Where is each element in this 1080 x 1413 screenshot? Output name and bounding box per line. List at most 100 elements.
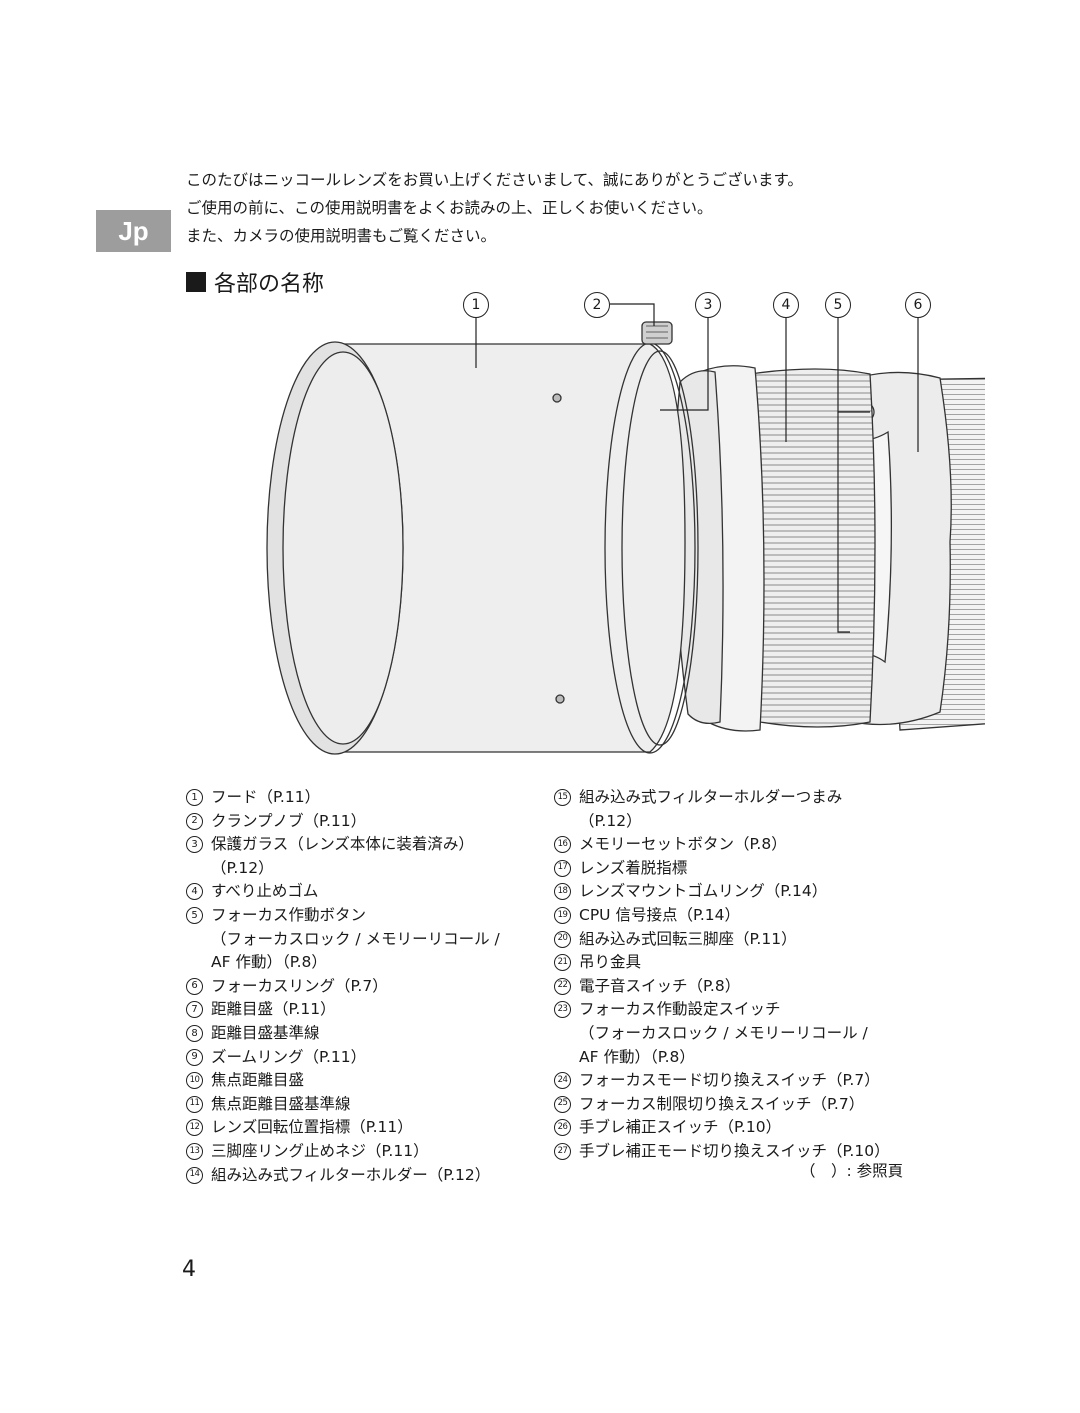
intro-text: このたびはニッコールレンズをお買い上げくださいまして、誠にありがとうございます。… — [186, 166, 803, 250]
callout-5: 5 — [825, 292, 851, 318]
section-title: 各部の名称 — [214, 272, 325, 297]
item-label: すべり止めゴム — [211, 882, 319, 901]
parts-legend-right: 15 組み込み式フィルターホルダーつまみ （P.12） 16 メモリーセットボタン（P… — [554, 786, 914, 1164]
lens-drawing — [266, 303, 985, 755]
legend-item: 13 三脚座リング止めネジ（P.11） — [186, 1140, 536, 1164]
callout-1: 1 — [463, 292, 489, 318]
item-label-cont: AF 作動）（P.8） — [579, 1047, 695, 1066]
page-number: 4 — [182, 1257, 196, 1282]
legend-item: 14 組み込み式フィルターホルダー（P.12） — [186, 1164, 536, 1188]
item-number: 14 — [186, 1166, 203, 1184]
item-label: レンズ回転位置指標（P.11） — [211, 1118, 413, 1137]
intro-line: このたびはニッコールレンズをお買い上げくださいまして、誠にありがとうございます。 — [186, 171, 803, 189]
legend-item: 9 ズームリング（P.11） — [186, 1046, 536, 1070]
item-label: 電子音スイッチ（P.8） — [579, 976, 741, 995]
item-label: 保護ガラス（レンズ本体に装着済み） — [211, 835, 474, 854]
callout-6: 6 — [905, 292, 931, 318]
legend-item: 17 レンズ着脱指標 — [554, 857, 914, 881]
item-number: 19 — [554, 906, 571, 924]
item-number: 11 — [186, 1095, 203, 1113]
item-number: 26 — [554, 1119, 571, 1137]
item-number: 3 — [186, 836, 203, 854]
item-label: 手ブレ補正モード切り換えスイッチ（P.10） — [579, 1141, 890, 1160]
item-number: 20 — [554, 930, 571, 948]
legend-item: 4 すべり止めゴム — [186, 880, 536, 904]
item-label: クランプノブ（P.11） — [211, 811, 367, 830]
item-label-cont: （P.12） — [579, 811, 642, 830]
item-label: フォーカス作動設定スイッチ — [579, 1000, 781, 1019]
item-number: 27 — [554, 1142, 571, 1160]
item-number: 9 — [186, 1048, 203, 1066]
item-number: 13 — [186, 1142, 203, 1160]
legend-item: 26 手ブレ補正スイッチ（P.10） — [554, 1116, 914, 1140]
callout-2: 2 — [584, 292, 610, 318]
item-label: フォーカス制限切り換えスイッチ（P.7） — [579, 1094, 865, 1113]
legend-item: 16 メモリーセットボタン（P.8） — [554, 833, 914, 857]
square-bullet-icon — [186, 272, 206, 292]
item-number: 25 — [554, 1095, 571, 1113]
item-label: 距離目盛基準線 — [211, 1023, 320, 1042]
item-number: 10 — [186, 1072, 203, 1090]
item-number: 12 — [186, 1119, 203, 1137]
item-number: 15 — [554, 789, 571, 806]
legend-item: 10 焦点距離目盛 — [186, 1069, 536, 1093]
item-label-cont: （P.12） — [211, 858, 274, 877]
item-number: 22 — [554, 977, 571, 995]
item-label: 手ブレ補正スイッチ（P.10） — [579, 1118, 782, 1137]
legend-item: 19 CPU 信号接点（P.14） — [554, 904, 914, 928]
item-number: 2 — [186, 812, 203, 830]
item-label: 三脚座リング止めネジ（P.11） — [211, 1141, 429, 1160]
item-label: レンズマウントゴムリング（P.14） — [579, 882, 828, 901]
item-number: 6 — [186, 977, 203, 995]
legend-item: 6 フォーカスリング（P.7） — [186, 975, 536, 999]
callout-3: 3 — [695, 292, 721, 318]
item-number: 16 — [554, 836, 571, 854]
item-number: 7 — [186, 1001, 203, 1019]
item-label: 距離目盛（P.11） — [211, 1000, 336, 1019]
legend-item: 8 距離目盛基準線 — [186, 1022, 536, 1046]
legend-item: 3 保護ガラス（レンズ本体に装着済み） （P.12） — [186, 833, 536, 880]
item-number: 5 — [186, 906, 203, 924]
legend-item: 7 距離目盛（P.11） — [186, 998, 536, 1022]
item-number: 17 — [554, 859, 571, 877]
section-heading: 各部の名称 — [186, 266, 324, 298]
item-label-cont: （フォーカスロック / メモリーリコール / — [579, 1023, 868, 1042]
item-number: 21 — [554, 954, 571, 972]
item-number: 8 — [186, 1024, 203, 1042]
legend-item: 22 電子音スイッチ（P.8） — [554, 975, 914, 999]
item-label: フォーカスリング（P.7） — [211, 976, 388, 995]
legend-item: 25 フォーカス制限切り換えスイッチ（P.7） — [554, 1093, 914, 1117]
legend-item: 27 手ブレ補正モード切り換えスイッチ（P.10） — [554, 1140, 914, 1164]
item-label: CPU 信号接点（P.14） — [579, 905, 741, 924]
item-label: フォーカス作動ボタン — [211, 905, 367, 924]
item-label-cont: （フォーカスロック / メモリーリコール / — [211, 929, 500, 948]
legend-item: 12 レンズ回転位置指標（P.11） — [186, 1116, 536, 1140]
item-label: 組み込み式フィルターホルダー（P.12） — [211, 1165, 491, 1184]
item-label: 焦点距離目盛 — [211, 1071, 305, 1090]
legend-item: 2 クランプノブ（P.11） — [186, 810, 536, 834]
item-number: 4 — [186, 883, 203, 901]
item-label: メモリーセットボタン（P.8） — [579, 835, 787, 854]
legend-item: 23 フォーカス作動設定スイッチ （フォーカスロック / メモリーリコール / AF … — [554, 998, 914, 1069]
language-tab: Jp — [96, 210, 171, 252]
legend-item: 5 フォーカス作動ボタン （フォーカスロック / メモリーリコール / AF 作動）（… — [186, 904, 536, 975]
item-number: 23 — [554, 1001, 571, 1019]
legend-item: 11 焦点距離目盛基準線 — [186, 1093, 536, 1117]
item-number: 1 — [186, 789, 203, 806]
item-label-cont: AF 作動）（P.8） — [211, 953, 327, 972]
lens-illustration: 1 2 3 4 5 6 — [180, 282, 1000, 782]
item-label: ズームリング（P.11） — [211, 1047, 367, 1066]
item-label: レンズ着脱指標 — [579, 858, 688, 877]
item-label: 焦点距離目盛基準線 — [211, 1094, 351, 1113]
callout-4: 4 — [773, 292, 799, 318]
item-label: 組み込み式フィルターホルダーつまみ — [579, 788, 843, 806]
item-label: フォーカスモード切り換えスイッチ（P.7） — [579, 1071, 880, 1090]
item-number: 24 — [554, 1072, 571, 1090]
reference-page-note: （ ）: 参照頁 — [800, 1162, 904, 1180]
legend-item: 24 フォーカスモード切り換えスイッチ（P.7） — [554, 1069, 914, 1093]
